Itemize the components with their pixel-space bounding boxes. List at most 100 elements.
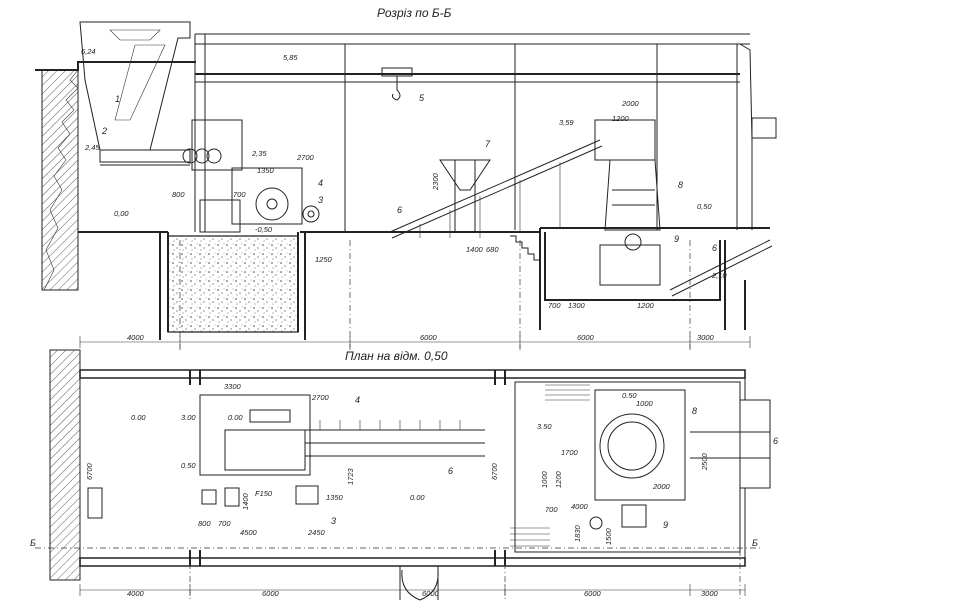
plan-item-8: 8 xyxy=(692,406,697,416)
plan-item-6-right: 6 xyxy=(773,436,778,446)
plan-panel xyxy=(224,487,240,507)
plan-level-3-50: 3.50 xyxy=(537,422,552,431)
machine-9-base xyxy=(599,244,661,286)
plan-item-6: 6 xyxy=(448,466,453,476)
plan-level-0-00-c: 0.00 xyxy=(410,493,425,502)
plan-axis-dim-3000: 3000 xyxy=(701,589,719,598)
feeder-housing xyxy=(191,119,243,171)
right-pit xyxy=(539,227,770,330)
level-minus-0-50: -0,50 xyxy=(255,225,273,234)
crusher-unit xyxy=(224,429,306,471)
feeder-2 xyxy=(99,149,191,166)
plan-bottom-wall xyxy=(79,557,746,567)
section-dim-line xyxy=(79,336,751,348)
left-stepped-slope xyxy=(43,69,79,291)
axis-dim-6000-b: 6000 xyxy=(577,333,595,342)
plan-fixture-left xyxy=(87,487,103,519)
plan-motor xyxy=(295,485,319,505)
plan-item-4: 4 xyxy=(355,395,360,405)
item-4: 4 xyxy=(318,178,323,188)
elevator-7 xyxy=(439,159,491,232)
plan-stair-top xyxy=(545,384,590,401)
level-2-35: 2,35 xyxy=(251,149,267,158)
dim-1200-pit: 1200 xyxy=(637,301,655,310)
section-axes xyxy=(179,240,691,350)
plan-stair-bottom xyxy=(510,527,550,547)
plan-dim-1000-a: 1000 xyxy=(540,470,549,488)
plan-axis-dim-6000-b: 6000 xyxy=(422,589,440,598)
hopper-1 xyxy=(79,21,191,151)
dim-1350: 1350 xyxy=(257,166,275,175)
plan-dim-700-b: 700 xyxy=(545,505,558,514)
level-0-50: 0,50 xyxy=(697,202,712,211)
dim-2700: 2700 xyxy=(296,153,315,162)
plan-dim-2000: 2000 xyxy=(652,482,671,491)
level-0-00: 0,00 xyxy=(114,209,129,218)
plan-dim-700: 700 xyxy=(218,519,231,528)
wall-opening-right xyxy=(751,117,777,139)
plan-pump-left xyxy=(201,489,217,505)
plan-dim-1500: 1500 xyxy=(604,527,613,545)
dim-680: 680 xyxy=(486,245,499,254)
item-6-right: 6 xyxy=(712,243,717,253)
axis-dim-4000: 4000 xyxy=(127,333,145,342)
plan-left-wall xyxy=(49,349,81,581)
item-1: 1 xyxy=(115,94,120,104)
plan-item-9: 9 xyxy=(663,520,668,530)
level-3-59: 3,59 xyxy=(559,118,574,127)
level-6-24: 6,24 xyxy=(81,47,96,56)
plan-dim-3300: 3300 xyxy=(224,382,242,391)
axis-dim-6000-a: 6000 xyxy=(420,333,438,342)
plan-section-mark-left: Б xyxy=(30,538,36,548)
plan-axis-dim-4000: 4000 xyxy=(127,589,145,598)
plan-dim-4000: 4000 xyxy=(571,502,589,511)
crusher-support xyxy=(199,199,241,233)
dim-1400: 1400 xyxy=(466,245,484,254)
plan-dim-1723: 1723 xyxy=(346,467,355,485)
hopper-frame xyxy=(109,29,166,121)
plan-section-mark-right: Б xyxy=(752,538,758,548)
item-6: 6 xyxy=(397,205,402,215)
plan-level-3-00: 3.00 xyxy=(181,413,196,422)
plan-dim-2450: 2450 xyxy=(307,528,326,537)
plan-dim-1830: 1830 xyxy=(573,524,582,542)
plan-dim-1700: 1700 xyxy=(561,448,579,457)
level-5-85: 5,85 xyxy=(283,53,298,62)
level-2-45: 2,45 xyxy=(84,143,100,152)
item-5: 5 xyxy=(419,93,425,103)
stair xyxy=(510,235,541,266)
crane-hook-5 xyxy=(381,67,413,101)
plan-dim-6700-mid: 6700 xyxy=(490,462,499,480)
plan-view: План на відм. 0,50 xyxy=(30,349,778,601)
machine-9-pulley xyxy=(624,233,642,251)
item-8: 8 xyxy=(678,180,683,190)
plan-item-3: 3 xyxy=(331,516,336,526)
plan-dim-line xyxy=(79,584,746,596)
plan-level-0-00-b: 0.00 xyxy=(228,413,243,422)
dim-2-10: 2,10 xyxy=(711,271,727,280)
ground-top-left xyxy=(35,61,196,71)
feeder-drum-3 xyxy=(206,148,222,164)
plan-top-wall xyxy=(79,369,746,379)
screen-platform xyxy=(594,389,686,501)
conveyor-6 xyxy=(389,139,603,239)
plan-dim-1400: 1400 xyxy=(241,492,250,510)
screen-drum-inner xyxy=(607,421,657,471)
plan-machine-9 xyxy=(621,504,647,528)
plan-conveyor xyxy=(305,429,485,457)
plan-axis-dim-6000-a: 6000 xyxy=(262,589,280,598)
crusher-top xyxy=(249,409,291,423)
screen-8-stand xyxy=(604,159,661,231)
axis-dim-3000: 3000 xyxy=(697,333,715,342)
dim-2300: 2300 xyxy=(431,172,440,191)
dim-1250: 1250 xyxy=(315,255,333,264)
foundation-pit xyxy=(167,235,299,333)
plan-dim-f150: F150 xyxy=(255,489,273,498)
section-view: Розріз по Б-Б xyxy=(35,6,777,350)
dim-1200-top: 1200 xyxy=(612,114,630,123)
plan-dim-6700-left: 6700 xyxy=(85,462,94,480)
crusher-flywheel-hub xyxy=(266,198,278,210)
plan-dim-1200: 1200 xyxy=(554,470,563,488)
plan-conveyor-ticks xyxy=(319,420,461,430)
